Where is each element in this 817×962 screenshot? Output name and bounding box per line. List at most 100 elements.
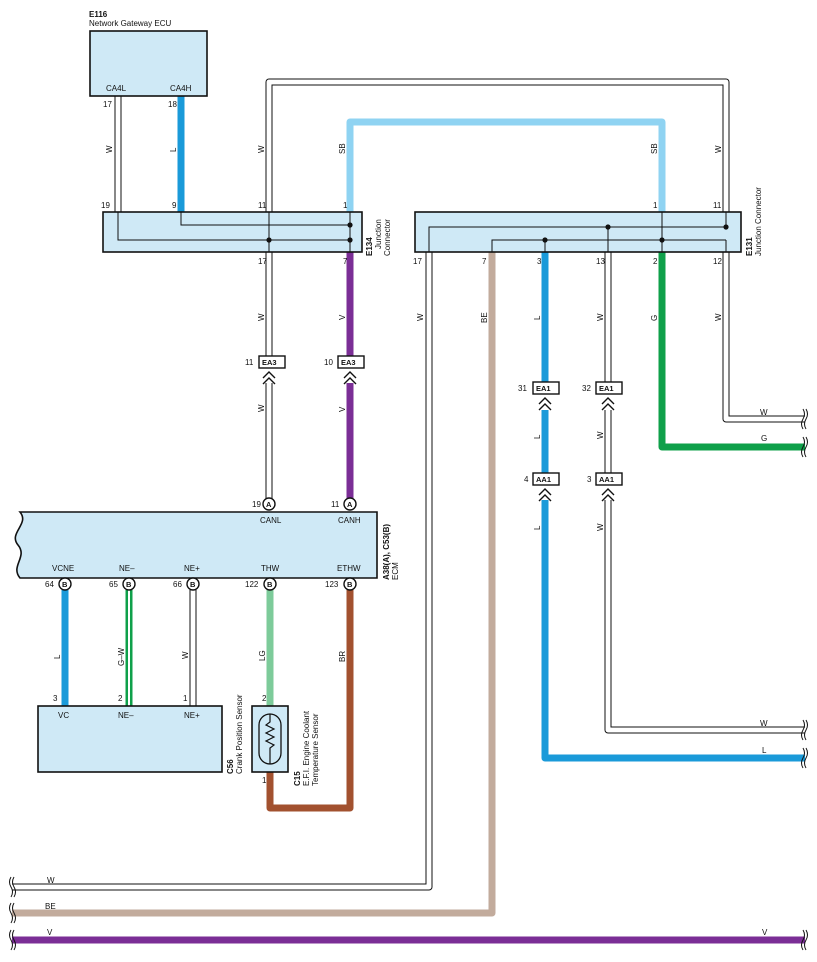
svg-text:W: W xyxy=(47,876,55,885)
svg-text:E.F.I. Engine Coolant: E.F.I. Engine Coolant xyxy=(302,710,311,786)
svg-text:3: 3 xyxy=(53,694,58,703)
svg-text:W: W xyxy=(760,719,768,728)
ecm-code: A38(A), C53(B) xyxy=(382,524,391,580)
svg-text:V: V xyxy=(762,928,768,937)
svg-text:BR: BR xyxy=(338,651,347,662)
svg-text:10: 10 xyxy=(324,358,333,367)
svg-text:G–W: G–W xyxy=(117,647,126,666)
svg-text:17: 17 xyxy=(103,100,112,109)
svg-text:V: V xyxy=(338,406,347,412)
c15-code: C15 xyxy=(293,771,302,786)
svg-text:G: G xyxy=(650,315,659,321)
svg-text:B: B xyxy=(267,580,273,589)
svg-text:L: L xyxy=(762,746,767,755)
svg-text:W: W xyxy=(760,408,768,417)
wires xyxy=(12,78,805,944)
svg-text:SB: SB xyxy=(338,143,347,154)
svg-text:L: L xyxy=(533,315,542,320)
svg-text:CANH: CANH xyxy=(338,516,361,525)
wire-l-e131-3 xyxy=(541,252,805,762)
wire-breaks xyxy=(9,408,808,951)
connector-ea3-2 xyxy=(337,355,365,385)
svg-text:4: 4 xyxy=(524,475,529,484)
svg-text:1: 1 xyxy=(262,776,267,785)
wire-w-e131-12 xyxy=(722,252,805,423)
svg-text:EA1: EA1 xyxy=(599,384,614,393)
svg-text:W: W xyxy=(105,145,114,153)
connector-ea3-1 xyxy=(258,355,286,385)
svg-text:17: 17 xyxy=(413,257,422,266)
svg-text:19: 19 xyxy=(252,500,261,509)
svg-text:W: W xyxy=(714,313,723,321)
svg-text:VCNE: VCNE xyxy=(52,564,74,573)
e134-code: E134 xyxy=(365,237,374,256)
wire-g-e131-2 xyxy=(658,252,805,451)
svg-text:B: B xyxy=(190,580,196,589)
svg-text:B: B xyxy=(126,580,132,589)
svg-text:NE–: NE– xyxy=(118,711,134,720)
svg-text:A: A xyxy=(266,500,272,509)
svg-text:3: 3 xyxy=(537,257,542,266)
svg-text:G: G xyxy=(761,434,767,443)
svg-text:3: 3 xyxy=(587,475,592,484)
svg-text:SB: SB xyxy=(650,143,659,154)
svg-text:AA1: AA1 xyxy=(599,475,614,484)
svg-text:W: W xyxy=(596,431,605,439)
svg-text:31: 31 xyxy=(518,384,527,393)
svg-text:Junction: Junction xyxy=(374,219,383,249)
svg-text:NE+: NE+ xyxy=(184,711,200,720)
svg-text:W: W xyxy=(257,404,266,412)
svg-text:BE: BE xyxy=(480,312,489,323)
wire-br-ethw xyxy=(266,590,354,812)
svg-text:CA4H: CA4H xyxy=(170,84,192,93)
svg-text:64: 64 xyxy=(45,580,54,589)
svg-text:19: 19 xyxy=(101,201,110,210)
svg-text:EA3: EA3 xyxy=(341,358,356,367)
svg-text:2: 2 xyxy=(653,257,658,266)
svg-text:W: W xyxy=(714,145,723,153)
svg-text:CANL: CANL xyxy=(260,516,282,525)
svg-text:9: 9 xyxy=(172,201,177,210)
ecm: A A 19 11 CANL CANH VCNE NE– NE+ THW ETH… xyxy=(14,497,400,591)
svg-text:32: 32 xyxy=(582,384,591,393)
svg-text:123: 123 xyxy=(325,580,339,589)
svg-text:12: 12 xyxy=(713,257,722,266)
svg-text:Connector: Connector xyxy=(383,219,392,256)
svg-text:13: 13 xyxy=(596,257,605,266)
e116-name: Network Gateway ECU xyxy=(89,19,171,28)
svg-text:Temperature Sensor: Temperature Sensor xyxy=(311,713,320,786)
svg-text:11: 11 xyxy=(258,201,267,210)
svg-text:NE+: NE+ xyxy=(184,564,200,573)
wire-sb-link xyxy=(346,118,666,212)
svg-text:65: 65 xyxy=(109,580,118,589)
svg-text:A: A xyxy=(347,500,353,509)
e134-junction-connector: 19 9 11 1 17 7 E134 Junction Connector xyxy=(101,201,392,266)
c56-crank-position-sensor: 3 2 1 VC NE– NE+ C56 Crank Position Sens… xyxy=(37,694,244,774)
c15-coolant-temp-sensor: 2 1 C15 E.F.I. Engine Coolant Temperatur… xyxy=(251,694,320,786)
e131-code: E131 xyxy=(745,237,754,256)
svg-text:L: L xyxy=(169,147,178,152)
wire-w-e131-13 xyxy=(604,252,805,734)
connector-aa1-1 xyxy=(532,472,560,502)
svg-text:17: 17 xyxy=(258,257,267,266)
svg-text:W: W xyxy=(257,313,266,321)
svg-text:7: 7 xyxy=(343,257,348,266)
inline-connector-labels: EA3 11 EA3 10 EA1 31 EA1 32 AA1 4 AA1 3 xyxy=(245,358,614,484)
svg-text:VC: VC xyxy=(58,711,69,720)
svg-text:B: B xyxy=(347,580,353,589)
e116-ecu: E116 Network Gateway ECU CA4L CA4H 17 18 xyxy=(89,10,208,109)
c56-code: C56 xyxy=(226,759,235,774)
wire-be-e131-7 xyxy=(12,252,496,917)
connector-aa1-2 xyxy=(595,472,623,502)
e131-junction-connector: 1 11 17 7 3 13 2 12 E131 Junction Connec… xyxy=(413,187,763,266)
svg-text:AA1: AA1 xyxy=(536,475,551,484)
svg-text:Crank Position Sensor: Crank Position Sensor xyxy=(235,694,244,774)
svg-text:W: W xyxy=(181,651,190,659)
svg-text:L: L xyxy=(533,434,542,439)
svg-text:ECM: ECM xyxy=(391,562,400,580)
e116-code: E116 xyxy=(89,10,108,19)
svg-text:V: V xyxy=(47,928,53,937)
connector-ea1-1 xyxy=(532,381,560,411)
